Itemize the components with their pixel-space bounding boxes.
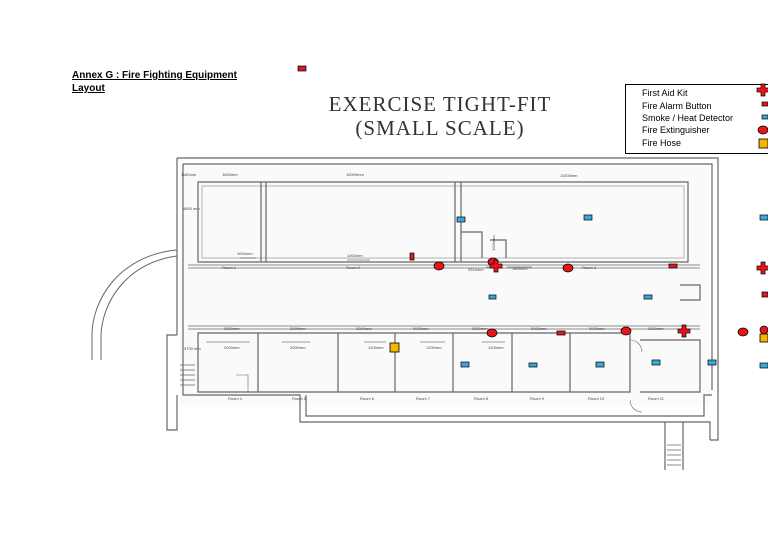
detector-4 — [643, 294, 653, 300]
detector-1 — [456, 216, 466, 223]
lower-dim-3: 2000mm — [356, 326, 372, 331]
lower-dim-6: 3000mm — [531, 326, 547, 331]
detector-8 — [651, 359, 661, 366]
lower-dim-5: 3000mm — [472, 326, 488, 331]
room-5-label: Room 5 — [292, 396, 307, 401]
annex-line-2: Layout — [72, 83, 105, 94]
annex-line-1: Annex G : Fire Fighting Equipment — [72, 70, 237, 81]
extinguisher-3 — [562, 263, 574, 273]
lower-dim-8: 3000mm — [648, 326, 664, 331]
extinguisher-7 — [759, 325, 768, 335]
room-10-label: Room 10 — [588, 396, 605, 401]
detector-11 — [759, 362, 768, 369]
extinguisher-1 — [433, 261, 445, 271]
dim-left-2: 3700 mm — [184, 346, 201, 351]
room-6-label: Room 6 — [360, 396, 375, 401]
legend-label-detector: Smoke / Heat Detector — [642, 113, 734, 123]
corridor-dim-1: 2510mm — [468, 267, 484, 272]
dim-left-1: 4800 mm — [183, 206, 200, 211]
alarm-button-2 — [668, 263, 678, 269]
legend-label-alarm: Fire Alarm Button — [642, 101, 712, 111]
annex-heading: Annex G : Fire Fighting Equipment Layout — [72, 69, 237, 95]
dim-top-2: 1800mm — [222, 172, 238, 177]
legend-label-extinguisher: Fire Extinguisher — [642, 125, 710, 135]
room-7-label: Room 7 — [416, 396, 431, 401]
alarm-button-1 — [409, 252, 415, 261]
lower-mid-dim-3: 1200mm — [368, 345, 384, 350]
room-2-dim: 1000mm — [347, 253, 363, 258]
dim-top-4: 11000mm — [560, 173, 578, 178]
title-line-2: (SMALL SCALE) — [355, 116, 525, 140]
detector-2 — [583, 214, 593, 221]
lower-mid-dim-2: 2000mm — [290, 345, 306, 350]
lower-dim-7: 3000mm — [589, 326, 605, 331]
plan-title: EXERCISE TIGHT-FIT (SMALL SCALE) — [290, 92, 590, 140]
lower-dim-2: 3000mm — [290, 326, 306, 331]
detector-3 — [488, 294, 497, 300]
room-9-label: Room 9 — [530, 396, 545, 401]
corridor-dim-2: 1000mm — [491, 235, 496, 251]
legend-alarm-icon — [761, 101, 768, 107]
legend-label-hose: Fire Hose — [642, 138, 682, 148]
extinguisher-4 — [486, 328, 498, 338]
lower-mid-dim-4: 1200mm — [426, 345, 442, 350]
fire-hose-2 — [759, 333, 768, 343]
room-4-label: Room 4 — [228, 396, 243, 401]
room-1-label: Room 1 — [222, 265, 237, 270]
lower-mid-dim-5: 1200mm — [488, 345, 504, 350]
legend-hose-icon — [758, 138, 768, 149]
detector-5 — [460, 361, 470, 368]
legend-first-aid-icon — [756, 83, 768, 97]
building-walls — [91, 157, 719, 470]
detector-10 — [759, 214, 768, 221]
room-11-label: Room 11 — [648, 396, 665, 401]
legend-extinguisher-icon — [757, 125, 768, 135]
lower-mid-dim-1: 2000mm — [224, 345, 240, 350]
room-3-label: Room 3 — [582, 265, 597, 270]
dim-top-3: 10000mm — [346, 172, 364, 177]
dim-top-1: 1160mm — [181, 172, 197, 177]
title-line-1: EXERCISE TIGHT-FIT — [328, 92, 552, 116]
lower-dim-1: 3000mm — [224, 326, 240, 331]
detector-9 — [707, 359, 717, 366]
alarm-button-3 — [556, 330, 566, 336]
dimension-arrows — [206, 257, 532, 343]
legend-detector-icon — [761, 114, 768, 120]
detector-7 — [595, 361, 605, 368]
alarm-button-marker — [297, 65, 307, 72]
first-aid-kit-3 — [756, 261, 768, 275]
room-8-label: Room 8 — [474, 396, 489, 401]
room-3-dim: 1800mm — [512, 266, 528, 271]
detector-6 — [528, 362, 538, 368]
extinguisher-5 — [620, 326, 632, 336]
fire-hose-1 — [389, 342, 400, 353]
legend-box: First Aid Kit Fire Alarm Button Smoke / … — [625, 84, 768, 154]
dimension-labels: 1160mm 1800mm 10000mm 11000mm 4800 mm 37… — [181, 172, 665, 401]
legend-label-first-aid: First Aid Kit — [642, 88, 688, 98]
room-2-label: Room 2 — [346, 265, 361, 270]
alarm-button-4 — [761, 291, 768, 298]
extinguisher-6 — [737, 327, 749, 337]
lower-dim-4: 2000mm — [413, 326, 429, 331]
room-1-dim: 1000mm — [237, 251, 253, 256]
